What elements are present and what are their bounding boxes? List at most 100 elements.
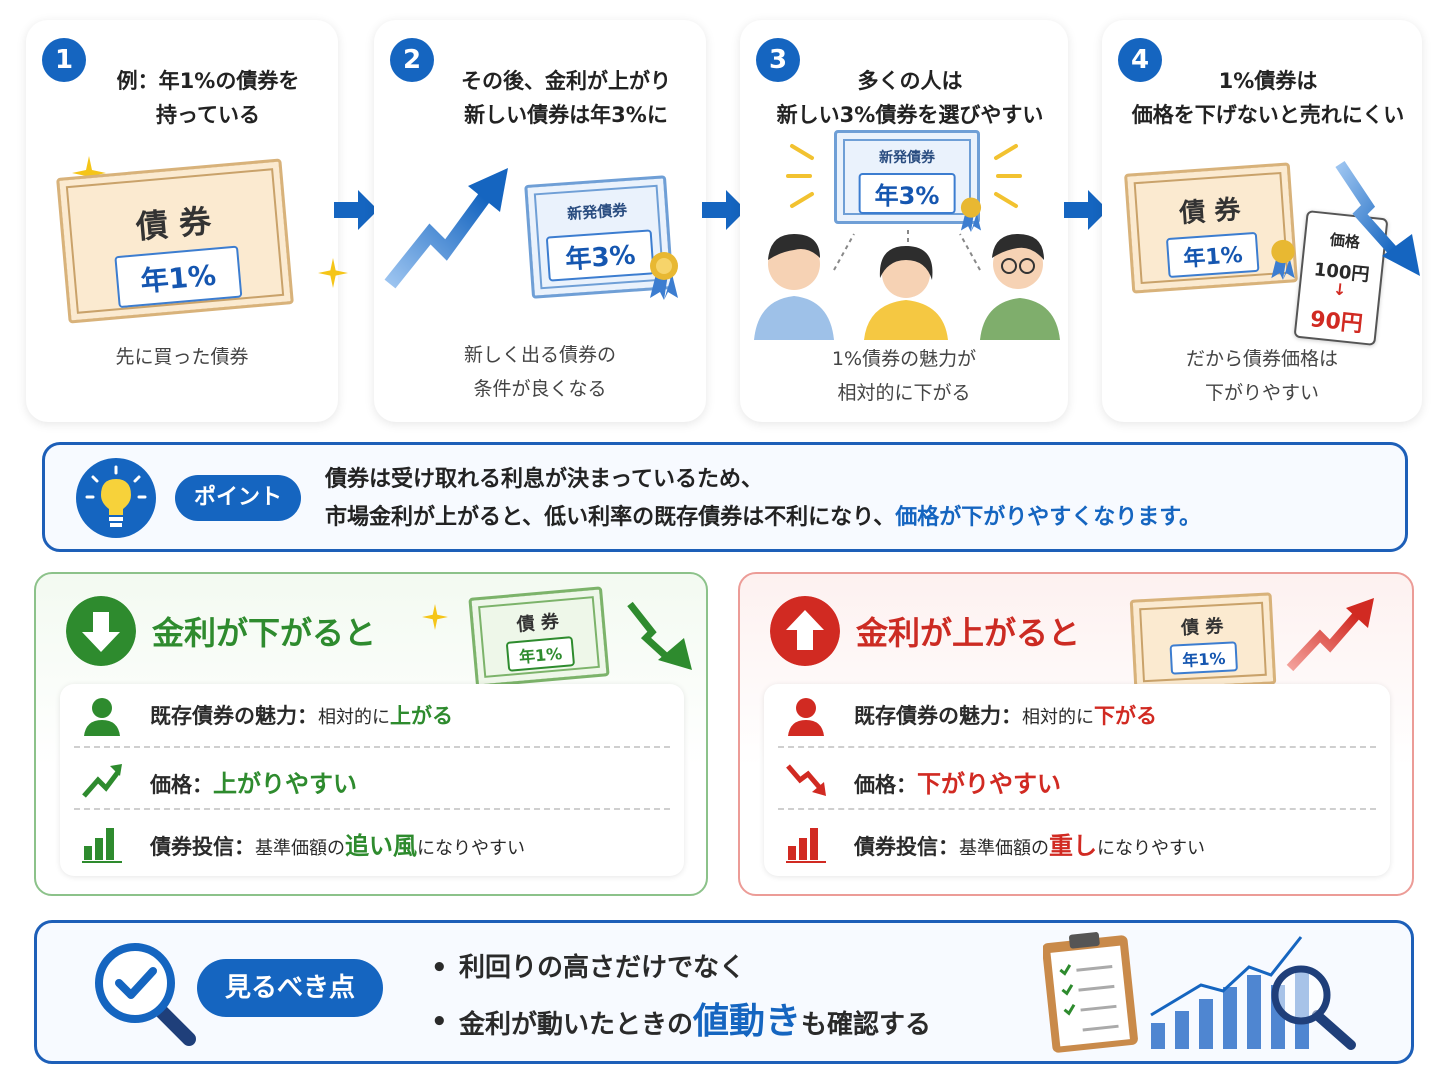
new-bond-certificate: 新発債券 年3% [834,130,980,224]
panel-heading: 金利が下がると [152,614,377,652]
certificate-rate: 年1% [1165,231,1260,279]
watch-points-box: 見るべき点 利回りの高さだけでなく 金利が動いたときの値動きも確認する [34,920,1414,1064]
trend-up-icon [384,168,508,289]
trend-up-icon [82,764,122,798]
step-title: 1%債券は 価格を下げないと売れにくい [1131,69,1405,127]
step-card-1: 1 例：年1%の債券を 持っている 債 券 年1% 先に買った債券 [26,20,348,422]
lightbulb-icon [76,458,156,538]
magnifier-check-icon [95,943,196,1046]
watch-bullet-1: 利回りの高さだけでなく [427,941,931,995]
step-card-2: 2 その後、金利が上がり 新しい債券は年3%に 新発債券 年3% 新しく出る債券… [374,20,706,422]
step-caption: 1%債券の魅力が 相対的に下がる [831,348,977,404]
step-card-3: 3 多くの人は 新しい3%債券を選びやすい 新発債券 年3% 1%債券の魅力が … [740,20,1068,422]
row-label: 債券投信： [150,835,255,859]
row-tail: になりやすい [1097,838,1205,859]
point-line-1: 債券は受け取れる利息が決まっているため、 [325,467,764,492]
watch-label: 見るべき点 [197,959,383,1017]
row-text: 債券投信：基準価額の重しになりやすい [854,826,1205,861]
ribbon-icon [650,252,678,300]
row-value: 下がる [1094,704,1157,728]
row-sub: 基準価額の [255,838,345,859]
certificate-rate: 年1% [114,245,242,309]
highlight-rays [786,144,1022,208]
row-fund: 債券投信：基準価額の重しになりやすい [778,808,1376,870]
row-sub: 基準価額の [959,838,1049,859]
row-value: 下がりやすい [917,770,1061,798]
person-icon [788,698,824,736]
step-title: 例：年1%の債券を 持っている [116,69,300,127]
panel-rows: 既存債券の魅力：相対的に下がる 価格：下がりやすい 債券投信：基準価額の重しにな… [764,684,1390,876]
clipboard-icon [1043,932,1138,1053]
row-attractiveness: 既存債券の魅力：相対的に下がる [778,684,1376,746]
bond-certificate: 債 券 年1% [56,158,294,324]
price-tag-new: 90円 [1308,307,1364,338]
step-caption: 先に買った債券 [115,346,249,368]
certificate-rate: 年1% [505,636,576,672]
certificate-title: 債 券 [1178,194,1242,230]
row-label: 既存債券の魅力： [854,704,1022,728]
step-caption: だから債券価格は 下がりやすい [1185,348,1338,404]
trend-down-icon [786,764,826,796]
point-box: ポイント 債券は受け取れる利息が決まっているため、 市場金利が上がると、低い利率… [42,442,1408,552]
step-number: 3 [756,38,800,82]
panel-rows: 既存債券の魅力：相対的に上がる 価格：上がりやすい 債券投信：基準価額の追い風に… [60,684,684,876]
row-fund: 債券投信：基準価額の追い風になりやすい [74,808,670,870]
step-title: その後、金利が上がり 新しい債券は年3%に [461,69,671,127]
row-value: 重し [1049,832,1097,860]
row-value: 上がる [390,704,453,728]
step-title: 多くの人は 新しい3%債券を選びやすい [776,69,1044,127]
row-label: 価格： [150,773,213,797]
bar-chart-icon [786,828,826,863]
row-price: 価格：上がりやすい [74,746,670,808]
row-text: 債券投信：基準価額の追い風になりやすい [150,826,525,861]
point-line-2-prefix: 市場金利が上がると、低い利率の既存債券は不利になり、 [325,505,896,530]
rates-down-panel: 金利が下がると 債 券 年1% 既存債券の魅力：相対的に上がる 価格：上がりやす… [34,572,708,896]
person-icon [84,698,120,736]
certificate-title: 債 券 [134,201,213,247]
bond-certificate: 債 券 年1% [468,586,610,688]
ribbon-icon [960,197,982,232]
arrow-right-icon [334,190,378,230]
watch-bullets: 利回りの高さだけでなく 金利が動いたときの値動きも確認する [427,941,931,1052]
step-caption: 新しく出る債券の 条件が良くなる [463,344,616,400]
bar-chart-icon [1150,936,1356,1050]
arrow-right-icon [1064,190,1108,230]
row-label: 価格： [854,773,917,797]
point-highlight: 価格が下がりやすくなります。 [895,505,1202,530]
bullet-suffix: も確認する [801,1010,932,1040]
row-text: 価格：下がりやすい [854,764,1061,799]
trend-down-icon [1335,160,1420,276]
certificate-rate: 年3% [545,229,655,282]
bar-chart-icon [82,828,122,863]
point-line-2: 市場金利が上がると、低い利率の既存債券は不利になり、価格が下がりやすくなります。 [325,499,1201,537]
step-card-4: 4 1%債券は 価格を下げないと売れにくい 債 券 年1% 価格 100円 ↓ … [1102,20,1422,422]
bullet-highlight: 値動き [693,1001,802,1042]
sparkle-icon [318,258,348,288]
trend-up-icon [1286,598,1374,672]
row-sub: 相対的に [318,707,390,728]
certificate-title: 新発債券 [566,200,628,224]
arrow-up-circle-icon [770,596,840,666]
row-text: 既存債券の魅力：相対的に上がる [150,700,453,730]
row-value: 追い風 [345,832,417,860]
point-label: ポイント [175,475,301,521]
watch-bullet-2: 金利が動いたときの値動きも確認する [427,995,931,1052]
trend-down-icon [627,601,692,670]
row-attractiveness: 既存債券の魅力：相対的に上がる [74,684,670,746]
step-number: 1 [42,38,86,82]
row-value: 上がりやすい [213,770,357,798]
rates-up-panel: 金利が上がると 債 券 年1% 既存債券の魅力：相対的に下がる 価格：下がりやす… [738,572,1414,896]
bullet-prefix: 金利が動いたときの [459,1010,694,1040]
ribbon-icon [1271,239,1295,280]
certificate-rate: 年3% [858,173,956,214]
panel-heading: 金利が上がると [856,614,1081,652]
row-price: 価格：下がりやすい [778,746,1376,808]
certificate-title: 債 券 [1180,615,1224,640]
row-label: 既存債券の魅力： [150,704,318,728]
row-label: 債券投信： [854,835,959,859]
people-illustration [754,226,1060,340]
row-text: 価格：上がりやすい [150,764,357,799]
bond-certificate: 債 券 年1% [1129,592,1277,692]
step-number: 2 [390,38,434,82]
certificate-rate: 年1% [1169,641,1239,675]
